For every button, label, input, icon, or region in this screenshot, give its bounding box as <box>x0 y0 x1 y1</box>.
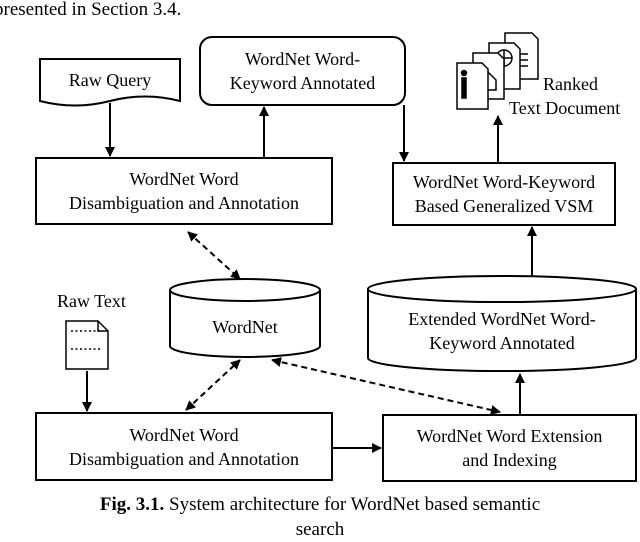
ranked-docs-label-line1: Ranked <box>543 74 598 94</box>
annotated-query-shape <box>199 36 406 106</box>
ranked-documents-icon <box>456 32 539 110</box>
caption-label: Fig. 3.1. <box>99 494 165 515</box>
extension-indexing-label: WordNet Word Extension and Indexing <box>416 426 603 470</box>
disambig-top-label: WordNet Word Disambiguation and Annotati… <box>69 169 299 213</box>
disambig-top-shape <box>35 157 333 225</box>
vsm-label: WordNet Word-Keyword Based Generalized V… <box>412 172 596 216</box>
dashed-arrow-wordnet-bottom <box>185 359 241 411</box>
caption-line2: search <box>295 519 345 540</box>
ranked-docs-label-line2: Text Document <box>509 98 621 118</box>
wordnet-db-shape <box>169 278 321 358</box>
vsm-shape <box>392 162 616 226</box>
intro-text: presented in Section 3.4. <box>0 0 182 20</box>
caption-line1: Fig. 3.1. System architecture for WordNe… <box>0 492 640 517</box>
extension-indexing-shape <box>382 414 637 482</box>
raw-query-label: Raw Query <box>68 70 152 90</box>
raw-text-label: Raw Text <box>57 291 126 311</box>
wordnet-db-label: WordNet <box>212 317 278 337</box>
dashed-arrow-wordnet-top <box>187 231 241 280</box>
extended-db-label: Extended WordNet Word- Keyword Annotated <box>408 309 596 353</box>
disambig-bottom-shape <box>35 412 333 481</box>
disambig-bottom-label: WordNet Word Disambiguation and Annotati… <box>69 424 299 469</box>
dashed-arrow-wordnet-extension <box>271 357 501 415</box>
caption-text: System architecture for WordNet based se… <box>164 494 541 515</box>
figure-caption: Fig. 3.1. System architecture for WordNe… <box>0 492 640 542</box>
annotated-query-label: WordNet Word- Keyword Annotated <box>229 49 376 93</box>
raw-query-shape <box>39 58 181 107</box>
raw-text-page-icon <box>65 320 109 370</box>
